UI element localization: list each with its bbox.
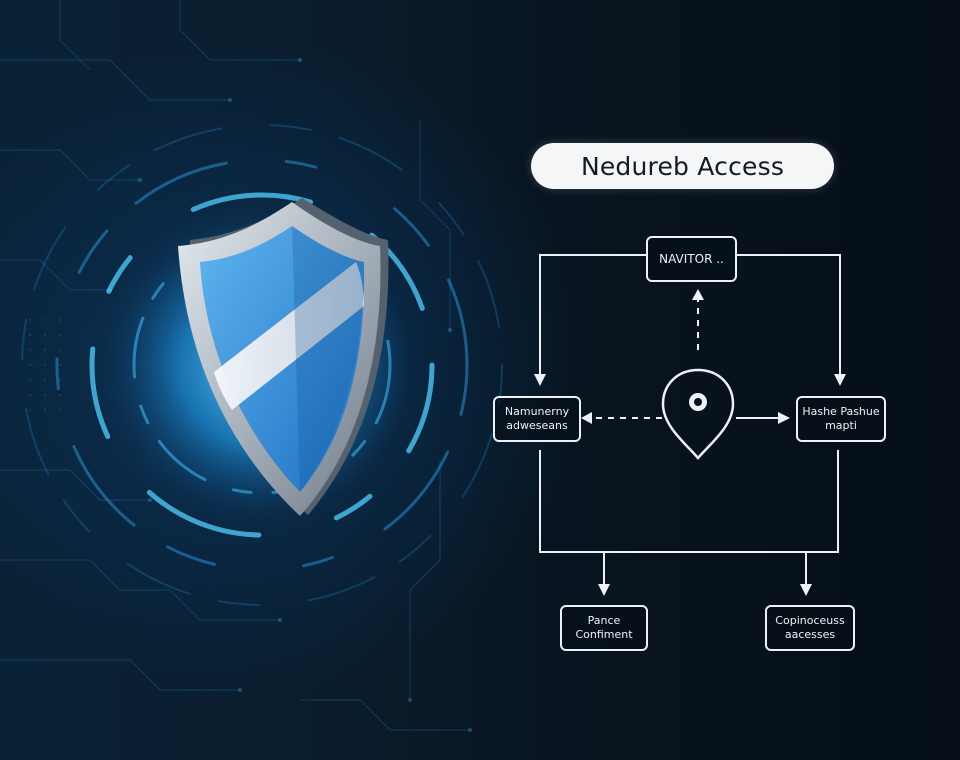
diagram-title: Nedureb Access <box>531 143 834 189</box>
node-bottom-left: Pance Confiment <box>560 605 648 651</box>
node-navitor: NAVITOR .. <box>646 236 737 282</box>
location-pin-icon <box>661 368 735 460</box>
node-right: Hashe Pashue mapti <box>796 396 886 442</box>
node-left: Namunerny adweseans <box>493 396 581 442</box>
node-bottom-right: Copinoceuss aacesses <box>765 605 855 651</box>
shield-icon <box>178 198 389 516</box>
